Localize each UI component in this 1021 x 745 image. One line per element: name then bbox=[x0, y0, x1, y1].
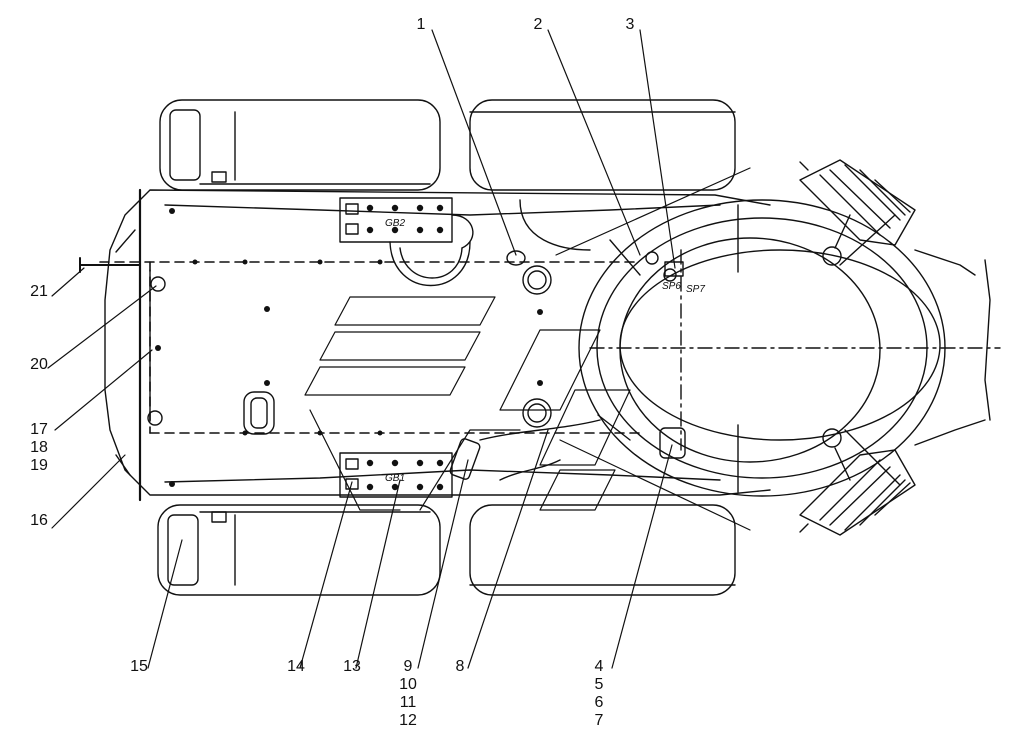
callout-1: 1 bbox=[416, 16, 426, 33]
callout-20: 20 bbox=[30, 356, 48, 373]
tank bbox=[389, 241, 471, 287]
battery-gb1-label: GB1 bbox=[385, 473, 405, 484]
rear-ladder-top bbox=[799, 159, 976, 276]
upper-track bbox=[159, 99, 736, 191]
battery-gb2 bbox=[339, 197, 474, 249]
callout-8: 8 bbox=[455, 658, 465, 675]
callout-9-12: 9 10 11 12 bbox=[395, 658, 421, 730]
filler-cap-bottom bbox=[522, 398, 552, 428]
callout-15: 15 bbox=[130, 658, 148, 675]
filler-cap-top bbox=[522, 265, 552, 295]
lower-track bbox=[157, 504, 736, 596]
callout-3: 3 bbox=[625, 16, 635, 33]
chassis-frame bbox=[104, 189, 771, 496]
callout-21: 21 bbox=[30, 283, 48, 300]
callout-12: 12 bbox=[399, 712, 417, 729]
callout-19: 19 bbox=[30, 457, 48, 474]
callout-16: 16 bbox=[30, 512, 48, 529]
rear-ladder-bottom bbox=[799, 259, 991, 536]
switch-sp6-label: SP6 bbox=[662, 281, 681, 292]
callout-11: 11 bbox=[399, 694, 417, 711]
callout-17: 17 bbox=[30, 421, 48, 438]
callout-4-7: 4 5 6 7 bbox=[590, 658, 608, 730]
turntable bbox=[578, 199, 1001, 497]
callout-17-19: 17 18 19 bbox=[27, 421, 51, 475]
callout-13: 13 bbox=[343, 658, 361, 675]
callout-5: 5 bbox=[594, 676, 604, 693]
callout-6: 6 bbox=[594, 694, 604, 711]
battery-gb2-label: GB2 bbox=[385, 218, 405, 229]
callout-4: 4 bbox=[594, 658, 604, 675]
callout-9: 9 bbox=[403, 658, 413, 675]
callout-14: 14 bbox=[287, 658, 305, 675]
switch-sp7-label: SP7 bbox=[686, 284, 705, 295]
callout-10: 10 bbox=[399, 676, 417, 693]
callout-7: 7 bbox=[594, 712, 604, 729]
callout-18: 18 bbox=[30, 439, 48, 456]
callout-2: 2 bbox=[533, 16, 543, 33]
